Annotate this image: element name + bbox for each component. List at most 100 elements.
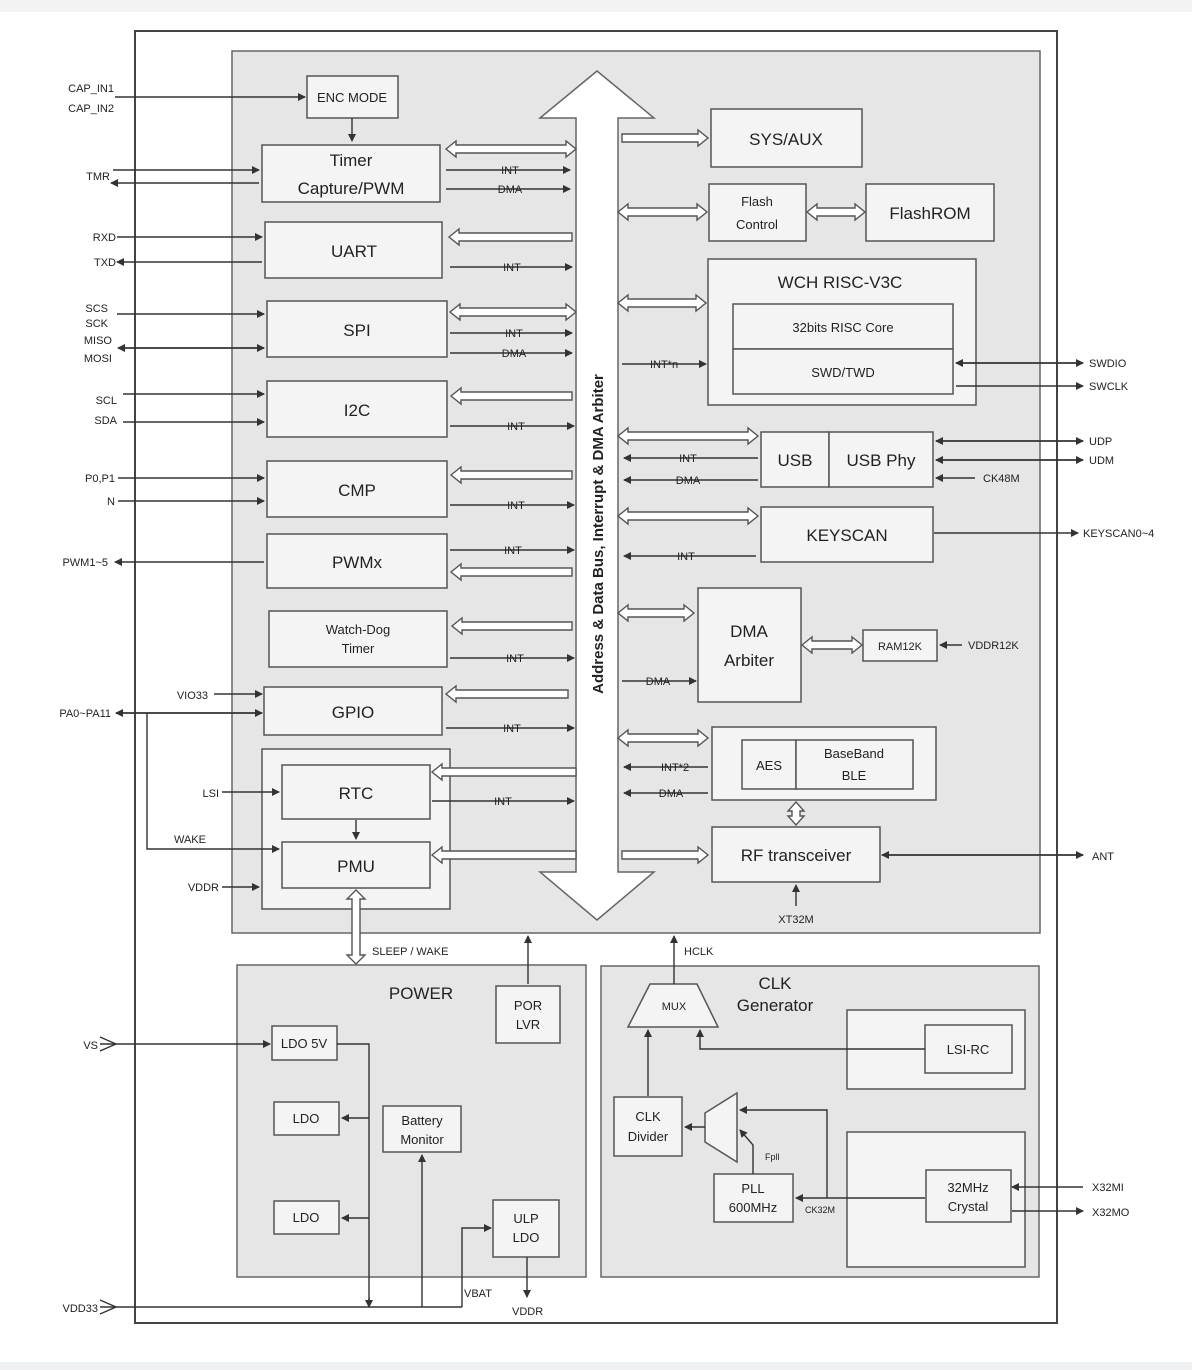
ulp-ldo-block: [492, 1199, 560, 1258]
pll-block: [713, 1173, 794, 1223]
riscv-core-label: 32bits RISC Core: [792, 320, 893, 335]
pin-mosi: MOSI: [84, 353, 112, 365]
dma-label-2: Arbiter: [724, 651, 774, 670]
usb-phy-block: [828, 431, 934, 488]
timer-dma-label: DMA: [498, 184, 523, 196]
riscv-core-block: [732, 303, 954, 350]
clk-gen-label-2: Generator: [737, 996, 814, 1015]
pll-label-2: 600MHz: [729, 1200, 777, 1215]
rf-transceiver-block: [711, 826, 881, 883]
ldo-5v-label: LDO 5V: [281, 1036, 328, 1051]
timer-label-1: Timer: [330, 151, 373, 170]
mux-block: [626, 983, 720, 1028]
swd-block: [732, 348, 954, 395]
wdt-int-label: INT: [506, 653, 524, 665]
flash-control-block: [708, 183, 807, 242]
wch-core-label: WCH RISC-V3C: [778, 273, 903, 292]
pmu-label: PMU: [337, 857, 375, 876]
pin-p0p1: P0,P1: [85, 473, 115, 485]
pin-scl: SCL: [96, 395, 117, 407]
dma-arb-label: DMA: [646, 676, 671, 688]
pin-cap-in2: CAP_IN2: [68, 103, 114, 115]
uart-int-label: INT: [503, 262, 521, 274]
rtc-int-label: INT: [494, 796, 512, 808]
aes-label: AES: [756, 758, 782, 773]
clk-mux-small: [704, 1091, 738, 1164]
watchdog-block: [268, 610, 448, 668]
usb-phy-label: USB Phy: [847, 451, 916, 470]
enc-mode-label: ENC MODE: [317, 90, 387, 105]
usb-label: USB: [778, 451, 813, 470]
top-strip: [0, 0, 1192, 12]
por-label-1: POR: [514, 998, 542, 1013]
cmp-block: [266, 460, 448, 518]
pin-pa: PA0~PA11: [59, 708, 111, 720]
ble-int2-label: INT*2: [661, 762, 689, 774]
pin-txd: TXD: [94, 257, 116, 269]
ulp-label-1: ULP: [513, 1211, 538, 1226]
i2c-int-label: INT: [507, 421, 525, 433]
crystal-label-1: 32MHz: [947, 1180, 988, 1195]
ldo-b-label: LDO: [293, 1210, 320, 1225]
keyscan-label: KEYSCAN: [806, 526, 887, 545]
bottom-strip: [0, 1362, 1192, 1370]
pin-vs: VS: [83, 1040, 98, 1052]
spi-block: [266, 300, 448, 358]
pin-vdd33: VDD33: [63, 1303, 98, 1315]
pin-swdio: SWDIO: [1089, 358, 1127, 370]
ldo-b-block: [273, 1200, 340, 1235]
baseband-block: [795, 739, 914, 790]
flashrom-block: [865, 183, 995, 242]
pin-sck: SCK: [85, 318, 108, 330]
ram-label: RAM12K: [878, 641, 923, 653]
lsi-rc-label: LSI-RC: [947, 1042, 990, 1057]
uart-block: [264, 221, 443, 279]
gpio-label: GPIO: [332, 703, 375, 722]
vdd33-input-glyph: [99, 1299, 118, 1315]
ck48m-label: CK48M: [983, 473, 1020, 485]
baseband-label-1: BaseBand: [824, 746, 884, 761]
spi-int-label: INT: [505, 328, 523, 340]
usb-block: [760, 431, 830, 488]
sys-aux-block: [710, 108, 863, 168]
core-int-n-label: INT*n: [650, 359, 678, 371]
gpio-block: [263, 686, 443, 736]
uart-label: UART: [331, 242, 377, 261]
pwmx-label: PWMx: [332, 553, 383, 572]
pin-lsi: LSI: [202, 788, 219, 800]
por-lvr-block: [495, 985, 561, 1044]
ble-dma-label: DMA: [659, 788, 684, 800]
pin-rxd: RXD: [93, 232, 116, 244]
i2c-block: [266, 380, 448, 438]
vddr-out-label: VDDR: [512, 1306, 543, 1318]
pwmx-block: [266, 533, 448, 589]
power-label: POWER: [389, 984, 453, 1003]
watchdog-label-2: Timer: [342, 641, 375, 656]
spi-label: SPI: [343, 321, 370, 340]
clk-divider-label-1: CLK: [635, 1109, 661, 1124]
ldo-5v-block: [271, 1025, 338, 1061]
pin-keyscan: KEYSCAN0~4: [1083, 528, 1154, 540]
rtc-block: [281, 764, 431, 820]
ulp-label-2: LDO: [513, 1230, 540, 1245]
pin-miso: MISO: [84, 335, 113, 347]
rtc-label: RTC: [339, 784, 374, 803]
pin-scs: SCS: [85, 303, 108, 315]
ldo-a-label: LDO: [293, 1111, 320, 1126]
ck32m-label: CK32M: [805, 1205, 835, 1215]
sys-aux-label: SYS/AUX: [749, 130, 823, 149]
rf-transceiver-label: RF transceiver: [741, 846, 852, 865]
baseband-label-2: BLE: [842, 768, 867, 783]
watchdog-label-1: Watch-Dog: [326, 622, 391, 637]
vs-input-glyph: [99, 1036, 118, 1052]
swd-label: SWD/TWD: [811, 365, 875, 380]
battery-label-1: Battery: [401, 1113, 443, 1128]
fpll-label: Fpll: [765, 1152, 780, 1162]
battery-label-2: Monitor: [400, 1132, 444, 1147]
pwm-int-label: INT: [504, 545, 522, 557]
usb-dma-label: DMA: [676, 475, 701, 487]
flashrom-label: FlashROM: [889, 204, 970, 223]
pin-vddr: VDDR: [188, 882, 219, 894]
xt32m-label: XT32M: [778, 914, 813, 926]
